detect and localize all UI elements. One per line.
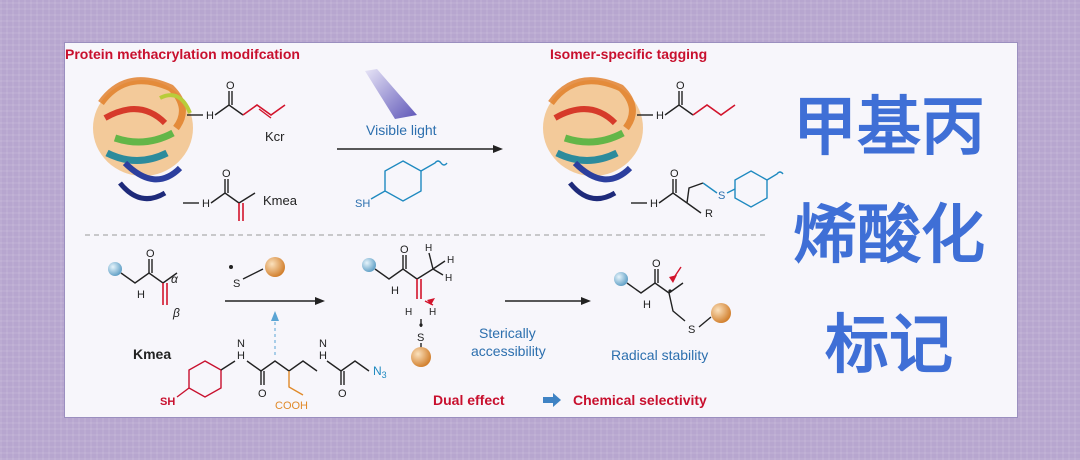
kmea-label-top: Kmea — [263, 193, 298, 208]
kmea-nh-label: H — [202, 198, 210, 210]
intermediate-s-label: S — [417, 332, 424, 344]
accessibility-label: accessibility — [471, 343, 546, 359]
tagged-o-label: O — [670, 168, 679, 180]
chinese-title: 甲基丙 烯酸化 标记 — [793, 91, 985, 383]
probe-nh1-label: H — [237, 350, 245, 362]
probe-n2-label: N — [319, 338, 327, 350]
s-radical-label: S — [233, 278, 240, 290]
intermediate-h3-label: H — [445, 273, 452, 284]
reaction-arrow-top — [337, 145, 503, 153]
sh-label-top: SH — [355, 198, 370, 210]
kmea-structure-top: H O Kmea — [183, 168, 298, 221]
tagged-product-top: H O R S — [631, 168, 784, 220]
n3-label: N3 — [373, 364, 387, 380]
protein-structure-left — [93, 77, 193, 202]
figure-panel: Protein methacrylation modifcation Isome… — [64, 42, 1018, 418]
product-o-label: O — [652, 258, 661, 270]
reaction-arrow-bottom-2 — [505, 297, 591, 305]
probe-n1-label: N — [237, 338, 245, 350]
cooh-label: COOH — [275, 400, 308, 412]
protein-sphere — [108, 262, 122, 276]
kcr-right-nh-label: H — [656, 110, 664, 122]
kmea-bottom-o-label: O — [146, 248, 155, 260]
kmea-bottom-nh-label: H — [137, 289, 145, 301]
dual-effect-label: Dual effect — [433, 392, 505, 408]
probe-sphere — [265, 257, 285, 277]
protein-structure-right — [543, 77, 643, 202]
radical-stability-label: Radical stability — [611, 347, 708, 363]
intermediate-h4-label: H — [405, 307, 412, 318]
kcr-structure-right: H O — [637, 80, 736, 122]
side-title-line-1: 甲基丙 — [793, 91, 985, 165]
reaction-arrow-bottom-1 — [225, 297, 325, 305]
conclusion-arrow — [543, 393, 561, 407]
visible-light-label: Visible light — [366, 122, 437, 138]
s-label-top: S — [718, 190, 725, 202]
kmea-o-label: O — [222, 168, 231, 180]
alpha-label: α — [171, 272, 179, 286]
kcr-nh-label: H — [206, 110, 214, 122]
left-title: Protein methacrylation modifcation — [65, 46, 300, 62]
thiophenol-reagent: SH — [355, 160, 448, 210]
intermediate-h1-label: H — [425, 243, 432, 254]
sh-label-bottom: SH — [160, 396, 175, 408]
thiyl-radical: S — [229, 257, 285, 290]
tagged-nh-label: H — [650, 198, 658, 210]
side-title-line-3: 标记 — [825, 309, 953, 383]
scheme-diagram: Protein methacrylation modifcation Isome… — [65, 46, 985, 412]
intermediate-nh-label: H — [391, 285, 399, 297]
probe-structure: SH H N O COOH H N O N3 — [160, 338, 387, 412]
product-s-label: S — [688, 324, 695, 336]
n3-subscript: 3 — [382, 370, 387, 380]
n3-main: N — [373, 364, 382, 378]
radical-intermediate: H O H H H H H S — [362, 243, 454, 367]
tagged-product-bottom: H O S — [614, 258, 731, 336]
intermediate-o-label: O — [400, 244, 409, 256]
light-beam — [365, 69, 417, 119]
sterically-label: Sterically — [479, 325, 536, 341]
r-label: R — [705, 208, 713, 220]
chemical-selectivity-label: Chemical selectivity — [573, 392, 707, 408]
probe-o2-label: O — [338, 388, 347, 400]
intermediate-h5-label: H — [429, 307, 436, 318]
side-title-line-2: 烯酸化 — [793, 199, 985, 273]
probe-o1-label: O — [258, 388, 267, 400]
product-nh-label: H — [643, 299, 651, 311]
kcr-label: Kcr — [265, 129, 285, 144]
dotted-arrow-up — [271, 311, 279, 355]
kmea-structure-bottom: H O α β Kmea — [108, 248, 180, 362]
beta-label: β — [172, 306, 180, 320]
kcr-structure: H O Kcr — [187, 80, 286, 144]
kcr-right-o-label: O — [676, 80, 685, 92]
kcr-o-label: O — [226, 80, 235, 92]
right-title: Isomer-specific tagging — [550, 46, 707, 62]
intermediate-h2-label: H — [447, 255, 454, 266]
kmea-label-bottom: Kmea — [133, 346, 171, 362]
probe-nh2-label: H — [319, 350, 327, 362]
